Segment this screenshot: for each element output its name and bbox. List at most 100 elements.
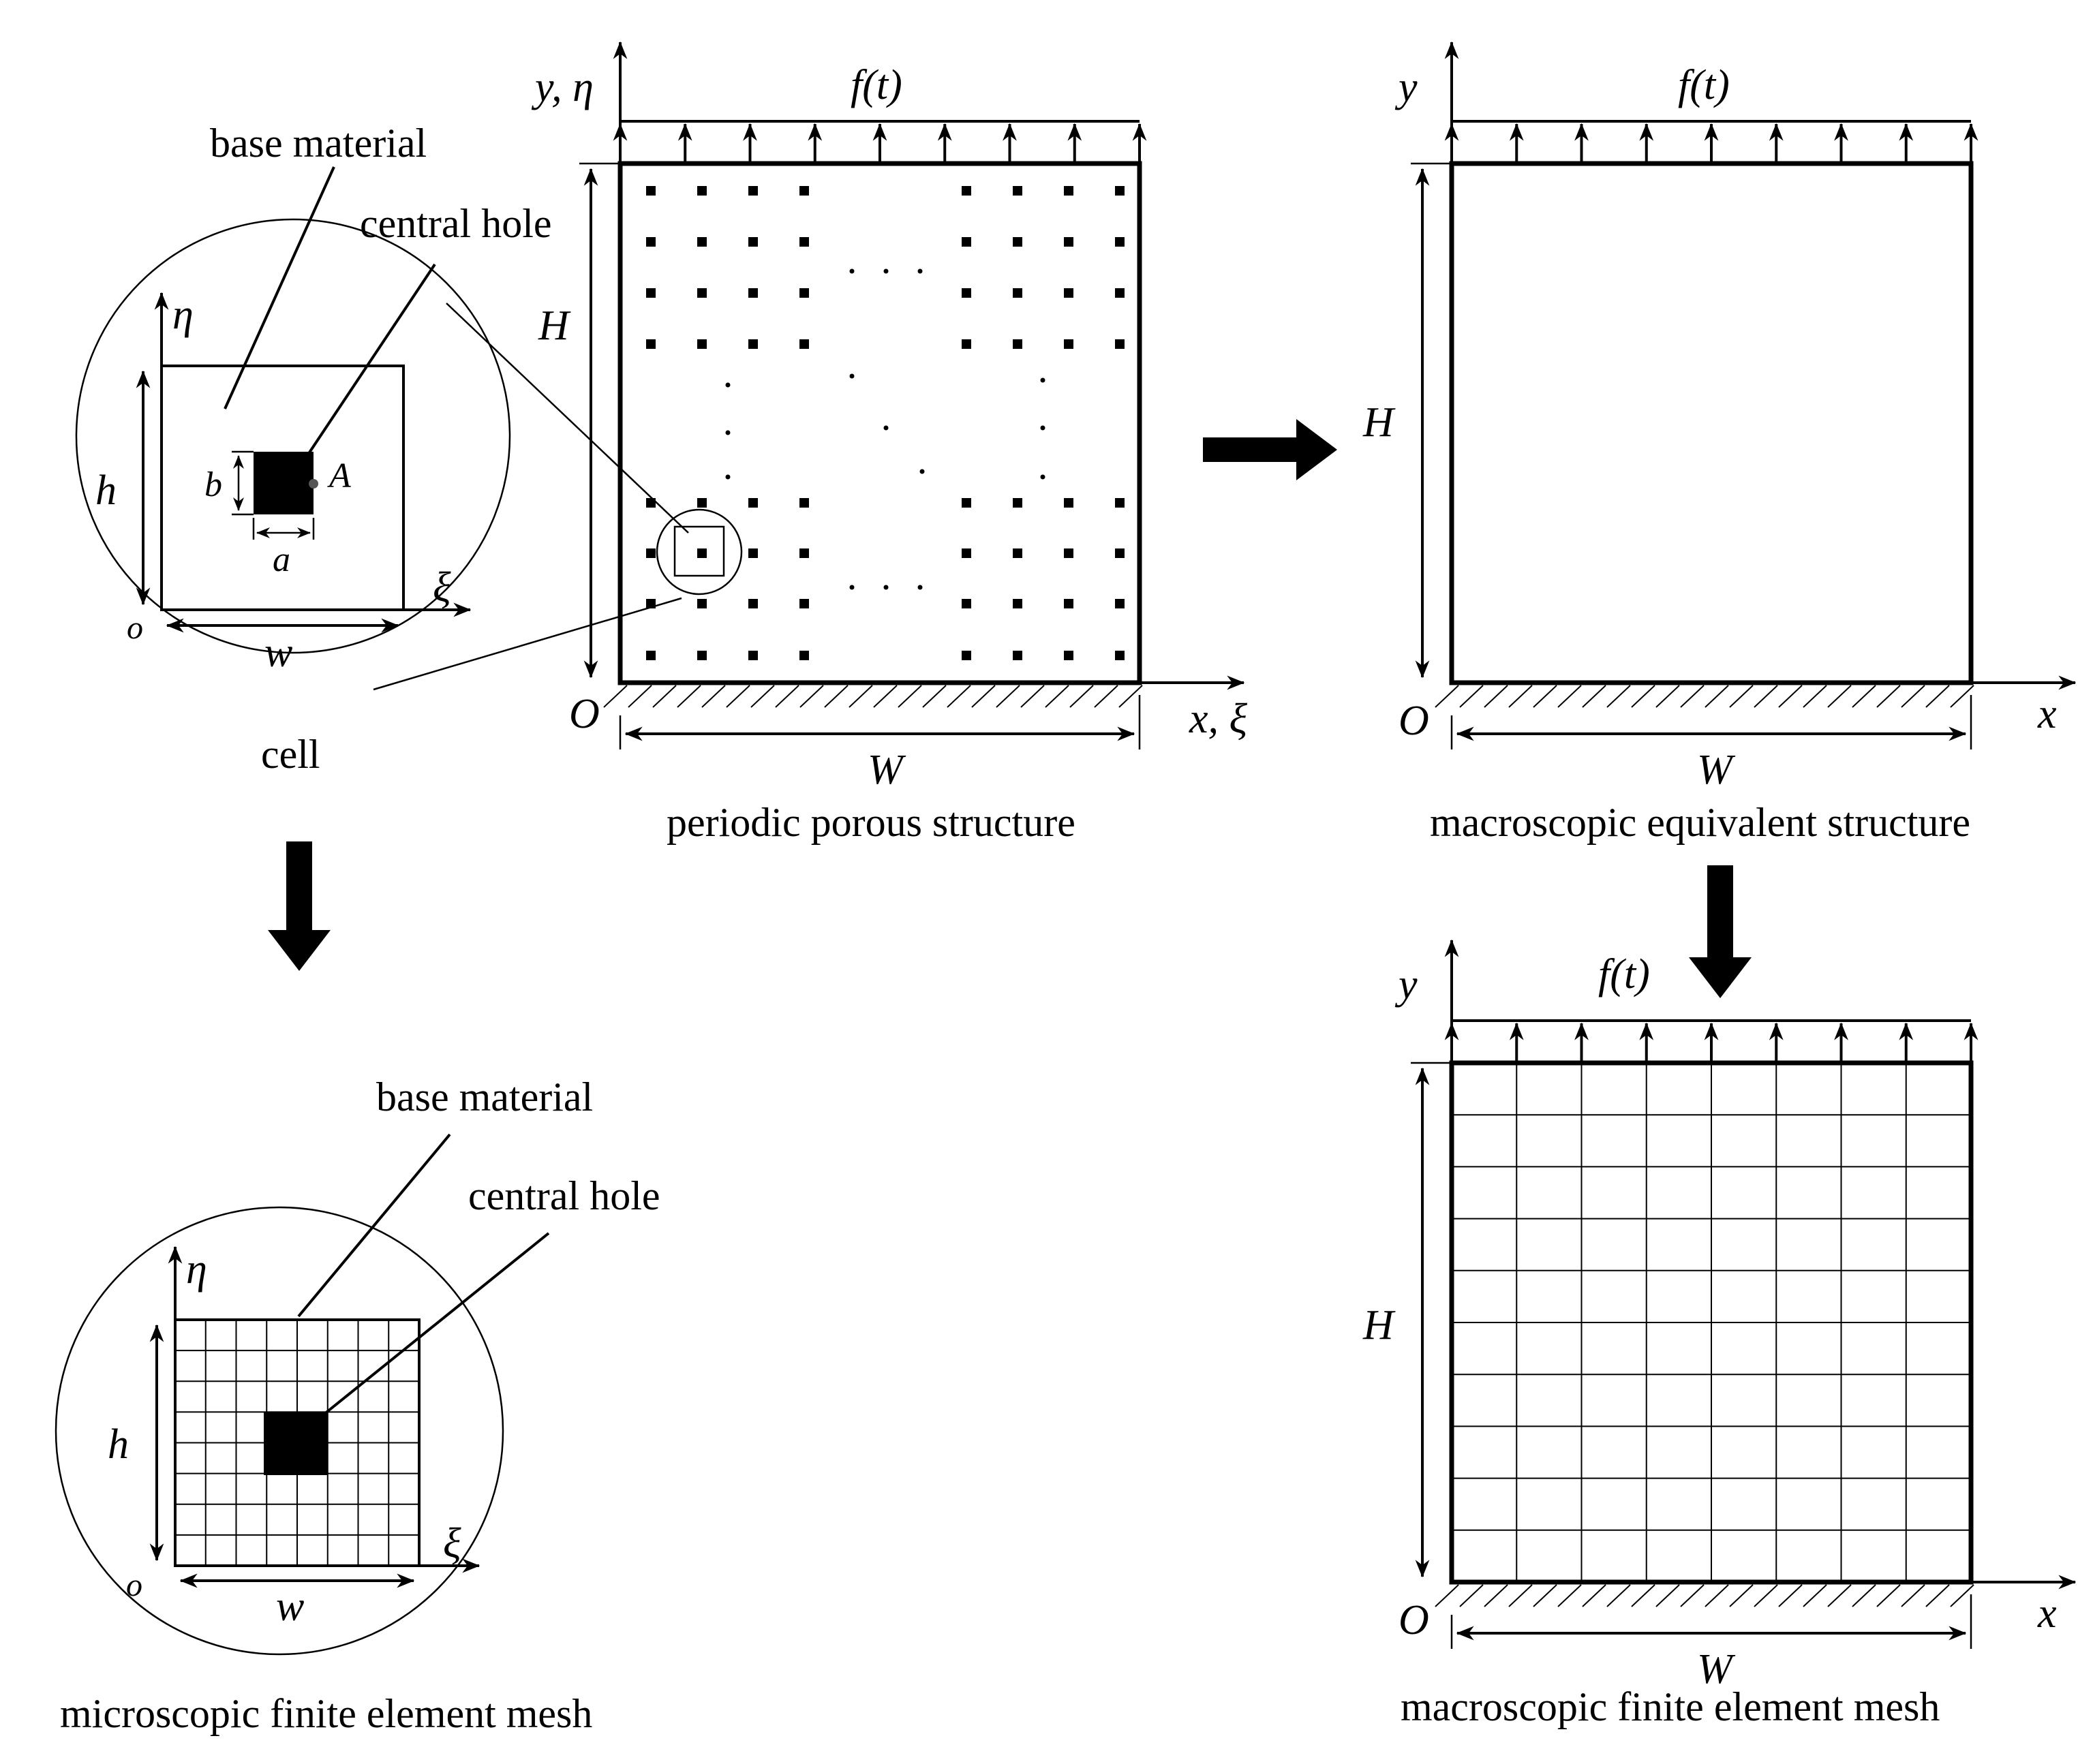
pore — [646, 288, 656, 298]
pore — [799, 237, 809, 247]
arrow-right-to-equivalent — [1203, 419, 1337, 480]
cell-a-label: a — [273, 540, 290, 579]
pore — [962, 237, 971, 247]
pore — [1115, 651, 1125, 660]
periodic-structure-view: y, η x, ξ f(t) H O W periodic porous str… — [531, 41, 1248, 845]
micro-mesh-view: base material central hole η ξ h o w mic… — [55, 1074, 660, 1736]
pore — [1064, 237, 1073, 247]
pore — [1064, 548, 1073, 558]
pore — [646, 237, 656, 247]
pore — [799, 288, 809, 298]
periodic-y-eta-label: y, η — [531, 64, 594, 110]
pore — [646, 599, 656, 608]
cell-magnifier-circle — [75, 218, 511, 654]
micro-eta-label: η — [186, 1246, 207, 1293]
point-a-dot — [309, 479, 318, 489]
pore — [962, 288, 971, 298]
pore — [1064, 339, 1073, 349]
cell-base-material-label: base material — [210, 121, 427, 166]
pore — [697, 339, 707, 349]
cell-central-hole-label: central hole — [360, 201, 552, 246]
macro-mesh-grid — [1452, 1063, 1971, 1582]
equivalent-y-label: y — [1394, 64, 1418, 110]
periodic-fixed-support — [603, 685, 1143, 708]
pore — [646, 651, 656, 660]
micro-mesh-central-hole — [264, 1412, 327, 1475]
cell-w-label: w — [264, 630, 292, 676]
micro-base-material-label: base material — [376, 1074, 593, 1119]
pore — [799, 548, 809, 558]
pore — [962, 186, 971, 196]
ellipsis-dots — [725, 268, 1045, 590]
pore — [1013, 498, 1022, 508]
pore — [962, 339, 971, 349]
ellipsis-dot — [883, 268, 889, 274]
central-hole-leader — [305, 263, 436, 458]
pore — [962, 498, 971, 508]
pore — [697, 599, 707, 608]
pore — [646, 339, 656, 349]
equivalent-load-label: f(t) — [1678, 62, 1730, 108]
pore — [748, 186, 758, 196]
pore — [646, 548, 656, 558]
pore — [748, 498, 758, 508]
pore — [1013, 651, 1022, 660]
base-material-leader — [224, 166, 335, 409]
periodic-load-arrows — [613, 120, 1147, 164]
micro-central-hole-leader — [319, 1232, 550, 1419]
pore — [962, 651, 971, 660]
ellipsis-dot — [849, 268, 855, 274]
pore — [1064, 498, 1073, 508]
cell-eta-label: η — [172, 292, 194, 338]
ellipsis-dot — [917, 585, 923, 590]
pore — [1064, 186, 1073, 196]
macro-mesh-view: y x f(t) H O W macroscopic finite elemen… — [1362, 939, 2077, 1729]
pore — [748, 288, 758, 298]
periodic-cell-outline — [673, 525, 725, 577]
pore — [1115, 186, 1125, 196]
pore — [1013, 339, 1022, 349]
macro-load-label: f(t) — [1598, 951, 1650, 997]
equivalent-H-label: H — [1362, 399, 1396, 446]
macro-W-label: W — [1697, 1646, 1736, 1692]
micro-mesh-caption: microscopic finite element mesh — [60, 1691, 592, 1736]
periodic-caption: periodic porous structure — [667, 800, 1075, 845]
cell-view: base material central hole η ξ h b a A o… — [75, 121, 689, 777]
equivalent-structure-view: y x f(t) H O W macroscopic equivalent st… — [1362, 41, 2077, 845]
cell-h-label: h — [95, 467, 117, 514]
equivalent-load-arrows — [1444, 120, 1979, 164]
pore — [1115, 237, 1125, 247]
ellipsis-dot — [725, 430, 731, 435]
ellipsis-dot — [725, 474, 731, 480]
pore — [1013, 186, 1022, 196]
ellipsis-dot — [849, 585, 855, 590]
pore — [1115, 288, 1125, 298]
pore — [748, 599, 758, 608]
micro-xi-label: ξ — [443, 1520, 461, 1566]
pore — [799, 651, 809, 660]
pore — [646, 186, 656, 196]
ellipsis-dot — [849, 373, 855, 379]
pore — [1115, 548, 1125, 558]
micro-mesh-magnifier-circle — [55, 1206, 504, 1656]
pore — [799, 498, 809, 508]
pore — [1064, 288, 1073, 298]
pore — [1013, 599, 1022, 608]
cell-origin-label: o — [127, 610, 143, 646]
pore — [1115, 339, 1125, 349]
pore — [799, 186, 809, 196]
pore — [1064, 599, 1073, 608]
ellipsis-dot — [725, 382, 731, 388]
micro-w-label: w — [276, 1583, 304, 1630]
pore — [1115, 599, 1125, 608]
periodic-magnifier-circle — [656, 508, 743, 595]
pore — [697, 237, 707, 247]
pore — [799, 339, 809, 349]
pore — [697, 651, 707, 660]
pore — [1013, 237, 1022, 247]
equivalent-domain — [1449, 161, 1974, 685]
macro-O-label: O — [1399, 1597, 1429, 1643]
periodic-x-xi-label: x, ξ — [1189, 696, 1248, 742]
cell-point-a-label: A — [327, 457, 351, 495]
